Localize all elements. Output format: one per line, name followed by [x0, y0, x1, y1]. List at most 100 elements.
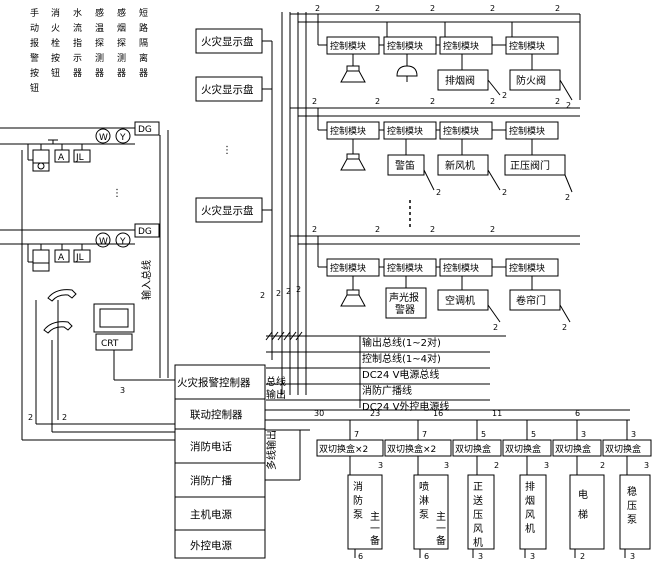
elevator-box	[569, 474, 605, 550]
switch-boxes: 双切换盒×2 双切换盒×2 双切换盒 双切换盒 双切换盒 双切换盒	[316, 439, 652, 457]
wire-count: 2	[502, 188, 507, 197]
wire-count: 7	[354, 430, 359, 439]
svg-text:JL: JL	[75, 153, 84, 163]
smoke-exhaust-fan-box	[519, 474, 547, 550]
wire-count: 5	[481, 430, 486, 439]
pump-duty-standby-label: 主一备	[370, 511, 380, 547]
fire-broadcast-label: 消防广播	[190, 474, 232, 487]
wire-count: 3	[120, 386, 125, 395]
smoke-exhaust-valve-label: 排烟阀	[445, 74, 475, 87]
rolling-door-box	[509, 289, 561, 311]
svg-text:控制模块: 控制模块	[387, 125, 423, 137]
fire-phone-label: 消防电话	[190, 440, 232, 453]
wire-count: 3	[631, 430, 636, 439]
wire-count: 2	[260, 291, 265, 300]
sound-light-alarm-label-line2: 警器	[395, 303, 415, 316]
svg-text:控制模块: 控制模块	[509, 125, 545, 137]
booster-pump-label: 稳压泵	[627, 485, 637, 526]
dg-label: DG	[138, 125, 152, 135]
svg-text:火灾显示盘: 火灾显示盘	[201, 35, 254, 48]
wire-count: 2	[296, 285, 301, 294]
wire-count: 2	[436, 188, 441, 197]
input-bus-label: 输入总线	[140, 260, 153, 300]
wire-count: 3	[644, 461, 649, 470]
wire-count: 2	[555, 97, 560, 106]
detector-label-heat: 感温探测器	[95, 7, 104, 79]
wire-count: 7	[422, 430, 427, 439]
phone-icon	[43, 321, 73, 334]
wire-count: 3	[444, 461, 449, 470]
wire-count: 2	[494, 461, 499, 470]
fire-display-panel-2: 火灾显示盘	[195, 76, 263, 102]
wire-count: 2	[555, 4, 560, 13]
legend-dc24-power-bus: DC24 V电源总线	[362, 368, 439, 381]
wire-count: 11	[492, 409, 502, 418]
switch-box-label: 双切换盒	[455, 443, 491, 455]
wire-count: 3	[630, 552, 635, 561]
wire-count: 3	[478, 552, 483, 561]
wire-count: 2	[375, 4, 380, 13]
wire-count: 2	[28, 413, 33, 422]
elevator-label: 电梯	[578, 488, 588, 521]
display-ellipsis: ⋮	[222, 145, 232, 156]
sound-light-alarm-label: 声光报	[389, 291, 419, 304]
sprinkler-pump-label: 喷淋泵	[419, 481, 429, 521]
detector-label-manual-alarm: 手动报警按钮	[30, 7, 39, 94]
switch-box-label: 双切换盒×2	[387, 443, 436, 455]
control-module-row2: 控制模块 控制模块 控制模块 控制模块	[326, 121, 559, 140]
wire-count: 2	[490, 4, 495, 13]
wire-count: 23	[370, 409, 380, 418]
legend-control-bus: 控制总线(1~4对)	[362, 352, 441, 365]
fire-pump-label: 消防泵	[353, 480, 363, 521]
detector-ellipsis: ⋮	[112, 188, 122, 199]
detector-label-water-flow: 水流指示器	[73, 7, 82, 79]
fire-display-panel-1: 火灾显示盘	[195, 28, 263, 54]
wire-count: 6	[424, 552, 429, 561]
detector-label-isolator: 短路隔离器	[139, 7, 148, 79]
bus-output-label: 总线	[266, 375, 286, 388]
wire-count: 6	[575, 409, 580, 418]
speaker-icon	[340, 276, 366, 307]
svg-text:控制模块: 控制模块	[330, 40, 366, 52]
wire-count: 3	[378, 461, 383, 470]
detector-loop-2: DG A JL W Y	[0, 223, 160, 272]
bell-icon	[396, 54, 418, 82]
wire-count: 3	[581, 430, 586, 439]
svg-text:控制模块: 控制模块	[330, 262, 366, 274]
wire-count: 2	[430, 225, 435, 234]
air-conditioner-box	[437, 289, 489, 311]
switch-box-label: 双切换盒	[555, 443, 591, 455]
wire-count: 2	[493, 323, 498, 332]
fire-display-panel-3: 火灾显示盘	[195, 197, 263, 223]
pressure-valve-label: 正压阀门	[510, 159, 550, 172]
fire-pump-box	[347, 474, 383, 550]
wire-count: 2	[375, 225, 380, 234]
positive-pressure-fan-box	[467, 474, 495, 550]
main-control-panel: 火灾报警控制器 联动控制器 消防电话 消防广播 主机电源 外控电源	[174, 364, 266, 559]
switch-box-label: 双切换盒	[505, 443, 541, 455]
svg-text:A: A	[58, 253, 65, 263]
svg-text:Y: Y	[119, 237, 126, 247]
air-conditioner-label: 空调机	[445, 294, 475, 307]
control-module-row3: 控制模块 控制模块 控制模块 控制模块	[326, 258, 559, 277]
svg-text:Y: Y	[119, 133, 126, 143]
wire-count: 2	[562, 323, 567, 332]
wire-count: 5	[531, 430, 536, 439]
svg-text:火灾显示盘: 火灾显示盘	[201, 83, 254, 96]
wire-count: 2	[490, 225, 495, 234]
smoke-exhaust-fan-label: 排烟风机	[525, 480, 535, 535]
svg-text:控制模块: 控制模块	[509, 40, 545, 52]
booster-pump-box	[619, 474, 651, 550]
sound-light-alarm-box	[385, 287, 427, 319]
external-power-label: 外控电源	[190, 539, 232, 552]
svg-text:控制模块: 控制模块	[387, 40, 423, 52]
svg-text:W: W	[99, 237, 108, 247]
svg-text:控制模块: 控制模块	[509, 262, 545, 274]
positive-pressure-fan-label: 正送压风机	[473, 482, 483, 549]
isolator-box	[134, 121, 160, 136]
svg-text:火灾显示盘: 火灾显示盘	[201, 204, 254, 217]
linkage-controller-label: 联动控制器	[190, 408, 243, 421]
fire-alarm-controller-label: 火灾报警控制器	[177, 376, 251, 389]
wire-count: 2	[315, 4, 320, 13]
